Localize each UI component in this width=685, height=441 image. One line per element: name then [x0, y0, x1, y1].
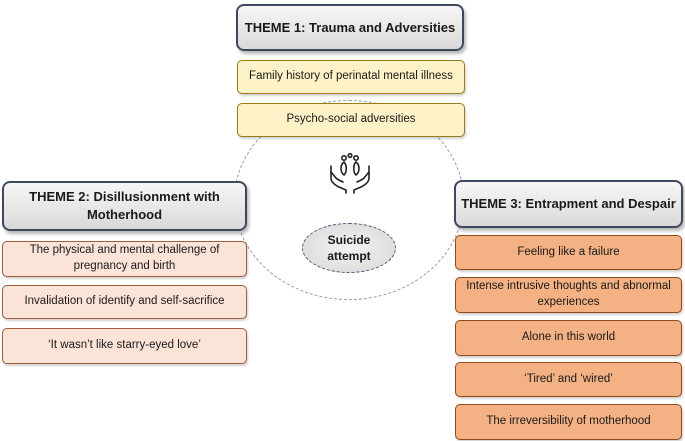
theme-1-item: Family history of perinatal mental illne… — [237, 60, 465, 94]
theme-3-item: Feeling like a failure — [455, 235, 682, 270]
theme-3-header: THEME 3: Entrapment and Despair — [454, 180, 683, 228]
theme-2-item: The physical and mental challenge of pre… — [2, 241, 247, 277]
theme-2-header: THEME 2: Disillusionment with Motherhood — [2, 181, 247, 231]
theme-3-item: ‘Tired’ and ‘wired’ — [455, 362, 682, 397]
center-label: Suicide attempt — [327, 232, 371, 263]
theme-2-item: Invalidation of identify and self-sacrif… — [2, 285, 247, 319]
theme-1-item: Psycho-social adversities — [237, 103, 465, 137]
suicide-attempt-oval: Suicide attempt — [302, 223, 396, 273]
theme-3-item: The irreversibility of motherhood — [455, 404, 682, 440]
theme-1-header: THEME 1: Trauma and Adversities — [236, 4, 464, 51]
theme-2-item: ‘It wasn’t like starry-eyed love’ — [2, 328, 247, 364]
hands-holding-figures-icon — [327, 152, 373, 194]
theme-3-item: Alone in this world — [455, 320, 682, 356]
theme-3-item: Intense intrusive thoughts and abnormal … — [455, 277, 682, 313]
